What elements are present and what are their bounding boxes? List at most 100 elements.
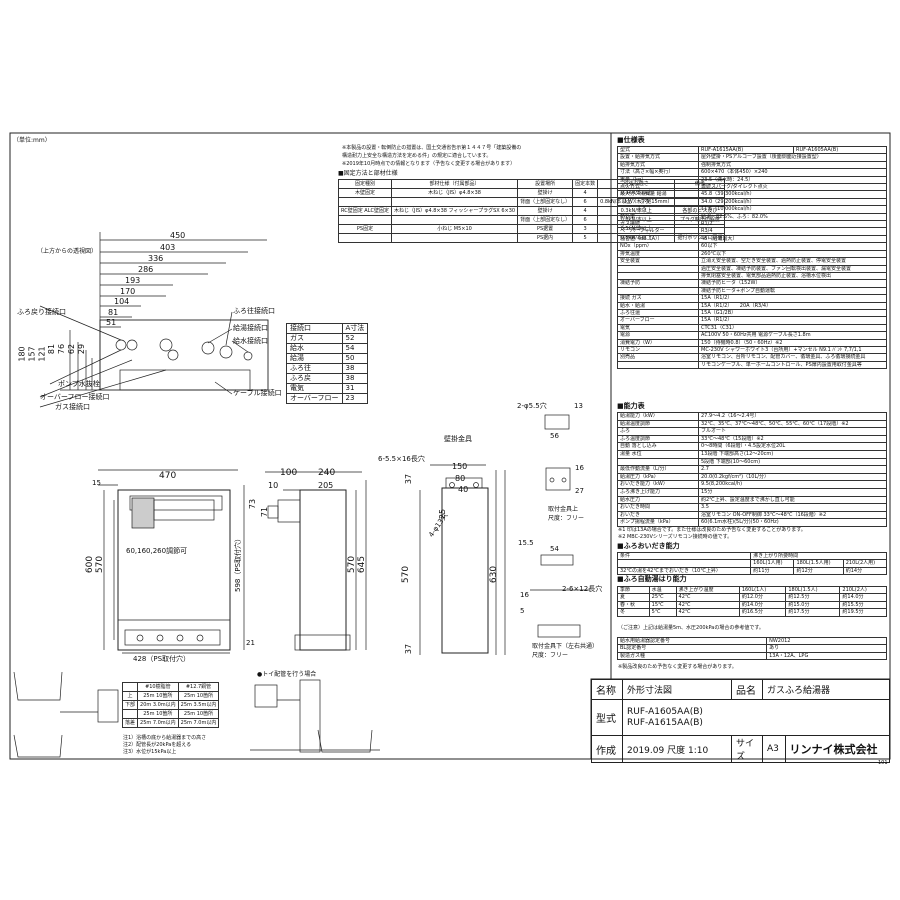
fix-cell: 6 <box>572 197 599 207</box>
spec-value: 15A（G1/2B） <box>698 308 887 318</box>
dim-403: 403 <box>160 243 176 252</box>
pipe-note: 注3）水位が15kPa以上 <box>123 749 177 755</box>
spec-value: 屋外壁掛・PSアルコーブ設置（後面側面近接設置型） <box>698 153 887 162</box>
spec-value: AC100V 50・60Hz共用 電源ケーブル長さ1.8m <box>698 331 887 340</box>
label-water: 給水接続口 <box>233 337 268 345</box>
spec-key: オーバーフロー <box>617 316 699 325</box>
bracket-label4: 尺度：フリー <box>532 652 569 659</box>
fix-cell: 3 <box>572 224 599 234</box>
title-model-1: RUF-A1605AA(B) <box>627 706 703 717</box>
cap-value: 0〜8時間（6段階）・4.5設定水位20L <box>698 442 887 451</box>
hole-adjust: 60,160,260調節可 <box>126 547 188 555</box>
pipe-header: #10樹脂管 <box>137 682 179 692</box>
fill-cell: 約16.5分 <box>738 608 787 617</box>
label-cable: ケーブル接続口 <box>233 389 282 397</box>
fix-cell <box>391 197 519 207</box>
cap-key: ふろ沸き上げ能力 <box>617 487 699 497</box>
cap-note-2: ※2 MBC-230Vシリーズリモコン接続時の値です。 <box>618 534 733 540</box>
fix-cell: 壁掛け <box>517 188 574 198</box>
spec-key: 接続 ガス <box>617 294 699 303</box>
spec-key: リモコン <box>617 345 699 355</box>
cap-key: 給湯圧力（kPa） <box>617 472 699 482</box>
fix-title: ■固定方法と部材仕様 <box>338 170 398 177</box>
conn-header: A寸法 <box>341 323 369 334</box>
spec-value: 15A（R1/2） <box>698 294 887 303</box>
spec-value: R1/2 <box>698 220 887 229</box>
bracket-h: 13 <box>574 402 583 410</box>
cap-key: ふろ <box>617 427 699 436</box>
pipe-cell <box>121 709 139 719</box>
dim-back-37a: 37 <box>404 473 414 485</box>
fill-cell: 5℃ <box>648 608 677 617</box>
bracket-w: 56 <box>550 432 559 440</box>
spec-key: 排気温度 <box>617 249 699 259</box>
note-line-2: 構造耐力上安全な構造方法を定める件」の規定に適合しています。 <box>342 153 492 159</box>
dim-193: 193 <box>125 276 141 285</box>
spec-title: ■仕様表 <box>617 136 645 144</box>
sheet-number: 101 <box>878 760 888 766</box>
spec-value: 立消え安全装置、空だき安全装置、過熱防止装置、停電安全装置 <box>698 257 887 266</box>
bracket-label3: 取付金具下（左右共通） <box>532 643 599 650</box>
spec-header: 型式 <box>617 145 699 155</box>
dim-back-570: 570 <box>401 565 412 584</box>
cap-value: 32℃、35℃、37℃〜48℃、50℃、55℃、60℃（17段階）※2 <box>698 419 887 429</box>
spec-header: RUF-A1615AA(B) <box>698 145 794 155</box>
spec-value: 浴室リモコン、台所リモコン、配管カバー、循環金具、ふろ循環接続金具 <box>698 353 887 362</box>
bracket-15-5: 15.5 <box>518 539 534 547</box>
fill-cell: 冬 <box>617 608 650 617</box>
spec-value: 45.8（39,300kcal/h） <box>698 190 887 199</box>
dim-side-100: 100 <box>280 468 298 478</box>
cap-value: 15分 <box>698 487 887 497</box>
label-pump-drain: ポンプ水抜栓 <box>58 380 100 388</box>
title-date-value: 2019.09 <box>627 745 665 756</box>
conn-cell: 23 <box>341 393 369 404</box>
spec-key: 安全装置 <box>617 257 699 266</box>
spec-key: NOx（ppm） <box>617 242 699 251</box>
boil-sub <box>616 559 752 568</box>
bathtub-diagrams <box>13 671 380 758</box>
label-bath-out: ふろ往接続口 <box>233 307 275 315</box>
spec-key: ふろ往還 <box>617 308 699 318</box>
fix-header: 固定種別 <box>337 179 393 189</box>
conn-cell: 38 <box>341 373 369 384</box>
spec-header: RUF-A1605AA(B) <box>793 145 887 155</box>
dim-side-645: 645 <box>357 555 368 574</box>
dim-front-600: 600 <box>85 555 96 574</box>
dim-side-71: 71 <box>260 506 270 518</box>
title-name: 外形寸法図 <box>622 679 732 700</box>
fill-cell: 約12.0分 <box>738 593 787 602</box>
fix-cell: 4 <box>572 206 599 216</box>
spec-value: 15A（R1/2） 20A（R3/4） <box>698 301 887 310</box>
pipe-header: #12.7銅管 <box>177 682 220 692</box>
pipe-note: 注1）浴槽の底から給湯器までの高さ <box>123 735 207 741</box>
bracket-16: 16 <box>575 464 584 472</box>
conn-cell: ふろ往 <box>286 363 343 374</box>
fill-cell: 約15.5分 <box>839 600 887 610</box>
top-view-label: （上方からの透視図） <box>37 248 98 255</box>
spec-key: 設置・給排気方式 <box>617 153 699 162</box>
spec-key: 寸法（高さ×幅×奥行） <box>617 168 699 177</box>
fix-header: 固定本数 <box>572 179 599 189</box>
fill-header: 季節 <box>617 585 650 595</box>
boil-table: 条件沸き上がり所要時間 160L(1人用)180L(1.5人用)210L(2人用… <box>616 551 888 576</box>
bracket-holes: 2-φ5.5穴 <box>517 402 547 410</box>
cap-key: おいだき能力（kW） <box>617 480 699 489</box>
pipe-cell: 下部 <box>121 700 139 710</box>
spec-value: CTC31（C31） <box>698 323 887 333</box>
boil-sub: 210L(2人用) <box>842 559 888 568</box>
cap-value: 20.0(0.2kgf/cm²)（10L/分） <box>698 472 887 482</box>
conn-cell: ガス <box>286 333 343 344</box>
spec-key: 最大ガス消費量 給湯 <box>617 190 699 199</box>
boil-cell: 32℃の湯を42℃までおいだき（10℃上昇） <box>616 566 752 576</box>
spec-key: 電源 <box>617 331 699 340</box>
conn-cell: 50 <box>341 353 369 364</box>
conn-cell: オーバーフロー <box>286 393 343 404</box>
note-line-1: ※本製品の設置・転倒防止の措置は、国土交通省告示第１４４７号「建築設備の <box>342 145 522 151</box>
bracket-label1: 取付金具上 <box>548 506 579 513</box>
spec-value: 23.5（満水時：24.5） <box>698 175 887 185</box>
title-scale-label: 尺度 <box>667 745 686 756</box>
fill-cell: 42℃ <box>675 593 740 602</box>
dim-62: 62 <box>67 343 77 355</box>
